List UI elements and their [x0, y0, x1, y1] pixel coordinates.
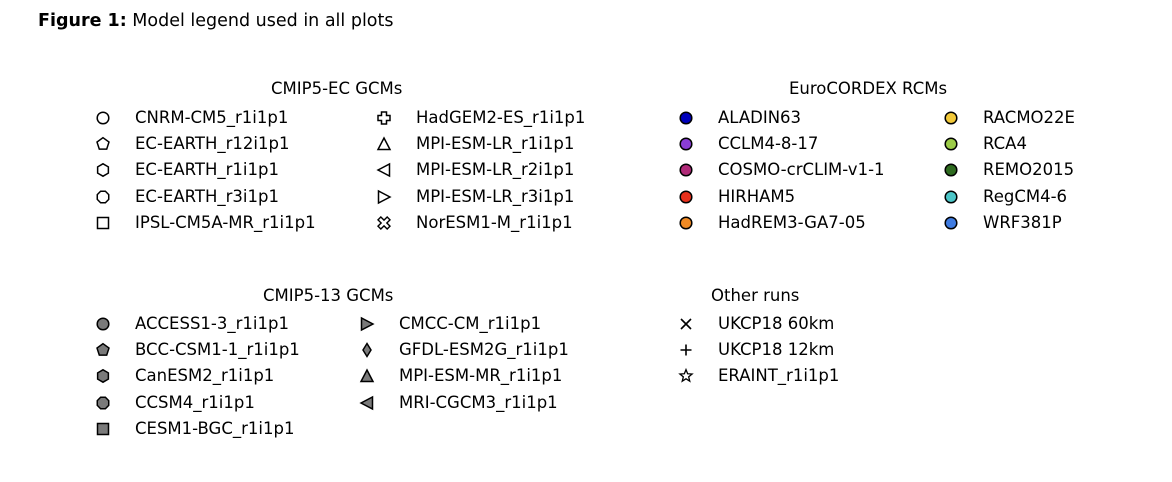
legend-label: CESM1-BGC_r1i1p1 [135, 418, 295, 438]
legend-label: ALADIN63 [718, 108, 802, 127]
legend-label: MPI-ESM-LR_r1i1p1 [416, 134, 575, 154]
legend-label: CMCC-CM_r1i1p1 [399, 314, 542, 333]
panel-title: EuroCORDEX RCMs [789, 79, 948, 98]
panel-title: Other runs [711, 286, 800, 305]
legend-label: HadREM3-GA7-05 [718, 212, 866, 232]
legend-label: EC-EARTH_r12i1p1 [135, 134, 290, 154]
legend-label: MPI-ESM-LR_r3i1p1 [416, 186, 575, 206]
legend-label: IPSL-CM5A-MR_r1i1p1 [135, 212, 316, 232]
legend-label: UKCP18 60km [718, 314, 835, 333]
legend-label: CanESM2_r1i1p1 [135, 366, 275, 386]
legend-label: ACCESS1-3_r1i1p1 [135, 314, 289, 333]
legend-label: EC-EARTH_r1i1p1 [135, 160, 279, 180]
legend-label: MRI-CGCM3_r1i1p1 [399, 392, 558, 412]
legend-label: RACMO22E [983, 108, 1075, 127]
legend-label: CCSM4_r1i1p1 [135, 392, 255, 412]
legend-label: CNRM-CM5_r1i1p1 [135, 108, 289, 127]
panel-title: CMIP5-13 GCMs [263, 286, 394, 305]
figure-label: Figure 1: [38, 11, 127, 31]
legend-label: RegCM4-6 [983, 186, 1068, 206]
legend-label: EC-EARTH_r3i1p1 [135, 186, 279, 206]
panel-title: CMIP5-EC GCMs [271, 79, 403, 98]
legend-label: COSMO-crCLIM-v1-1 [718, 160, 885, 180]
figure-caption-text: Model legend used in all plots [132, 11, 394, 31]
legend-label: MPI-ESM-MR_r1i1p1 [399, 366, 563, 386]
legend-label: HIRHAM5 [718, 186, 796, 206]
legend-label: RCA4 [983, 134, 1027, 154]
legend-label: ERAINT_r1i1p1 [718, 366, 840, 386]
legend-label: REMO2015 [983, 160, 1075, 180]
legend-label: WRF381P [983, 212, 1062, 232]
legend-label: BCC-CSM1-1_r1i1p1 [135, 340, 300, 360]
legend-label: GFDL-ESM2G_r1i1p1 [399, 340, 569, 360]
legend-label: HadGEM2-ES_r1i1p1 [416, 108, 586, 127]
legend-label: CCLM4-8-17 [718, 134, 819, 154]
legend-label: NorESM1-M_r1i1p1 [416, 212, 573, 232]
legend-label: UKCP18 12km [718, 340, 835, 360]
legend-label: MPI-ESM-LR_r2i1p1 [416, 160, 575, 180]
figure-caption: Figure 1: Model legend used in all plots [38, 11, 394, 31]
